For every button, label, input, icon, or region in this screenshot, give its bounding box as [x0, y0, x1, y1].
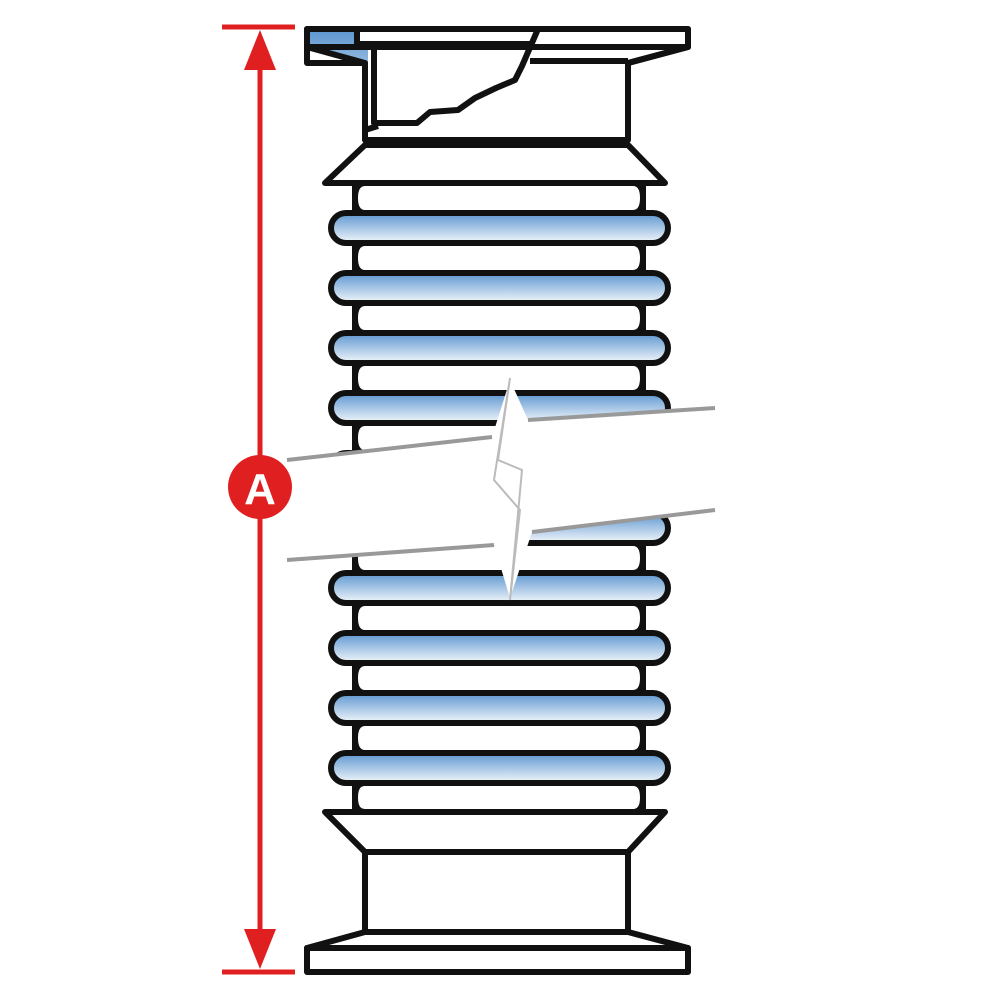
arrow-up-icon [244, 30, 276, 70]
dimension-label: A [244, 465, 276, 514]
convolution [328, 750, 671, 786]
convolution [328, 210, 671, 246]
convolution [328, 570, 671, 606]
convolution [328, 690, 671, 726]
dimension-a [222, 24, 295, 975]
break-zigzag [492, 377, 524, 601]
convolution [328, 330, 671, 366]
convolution [328, 630, 671, 666]
convolution [328, 270, 671, 306]
top-flange [304, 26, 691, 186]
dimension-badge [228, 455, 292, 519]
arrow-down-icon [244, 929, 276, 969]
bottom-flange [304, 809, 691, 975]
break-band [286, 377, 716, 601]
